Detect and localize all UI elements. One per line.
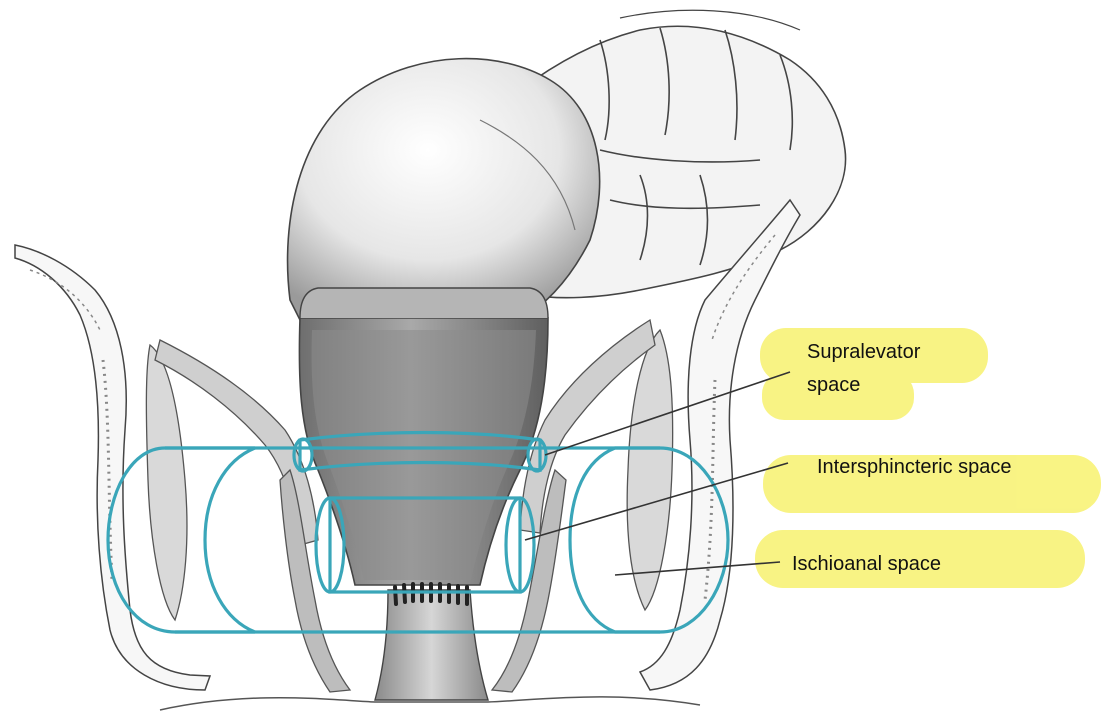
ischioanal-space-label: Ischioanal space xyxy=(792,552,941,576)
supralevator-label-line2: space xyxy=(807,373,920,397)
anal-canal xyxy=(375,584,488,700)
supralevator-label-line1: Supralevator xyxy=(807,340,920,364)
supralevator-space-label: Supralevator space xyxy=(807,340,920,397)
rectal-ampulla xyxy=(288,59,600,320)
intersphincteric-space-label: Intersphincteric space xyxy=(817,455,1012,479)
